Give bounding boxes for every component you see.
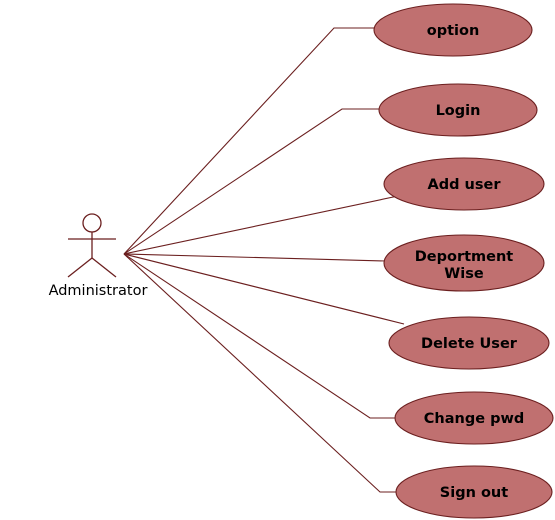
use-case-label: Login — [436, 103, 481, 119]
use-case-ellipse — [378, 83, 538, 137]
use-case-ellipse — [383, 157, 545, 211]
use-case-ellipse — [395, 465, 553, 519]
use-case-login[interactable]: Login — [378, 83, 538, 137]
use-case-ellipse — [383, 234, 545, 292]
use-case-label: Change pwd — [424, 411, 525, 427]
actor-administrator[interactable] — [67, 213, 117, 278]
use-case-add-user[interactable]: Add user — [383, 157, 545, 211]
use-case-ellipse — [394, 391, 554, 445]
use-case-option[interactable]: option — [373, 3, 533, 57]
association-line-login — [123, 108, 380, 255]
association-line-change-pwd — [123, 253, 398, 419]
association-line-delete-user — [123, 253, 405, 325]
use-case-ellipse — [373, 3, 533, 57]
association-line-option — [123, 27, 374, 255]
use-case-label: Add user — [428, 177, 502, 193]
associations — [123, 27, 405, 493]
association-line-deportment-wise — [123, 253, 387, 262]
association-line-add-user — [123, 195, 399, 255]
use-case-label: Sign out — [440, 485, 508, 501]
use-case-change-pwd[interactable]: Change pwd — [394, 391, 554, 445]
actor-head — [82, 213, 102, 233]
actor-label: Administrator — [49, 283, 148, 299]
use-case-delete-user[interactable]: Delete User — [388, 316, 550, 370]
use-case-label: option — [427, 23, 480, 39]
use-case-label: Delete User — [421, 336, 518, 352]
use-case-sign-out[interactable]: Sign out — [395, 465, 553, 519]
use-case-ellipse — [388, 316, 550, 370]
association-line-sign-out — [123, 253, 397, 493]
actor-right-leg — [91, 257, 117, 278]
actor-left-leg — [67, 257, 93, 278]
